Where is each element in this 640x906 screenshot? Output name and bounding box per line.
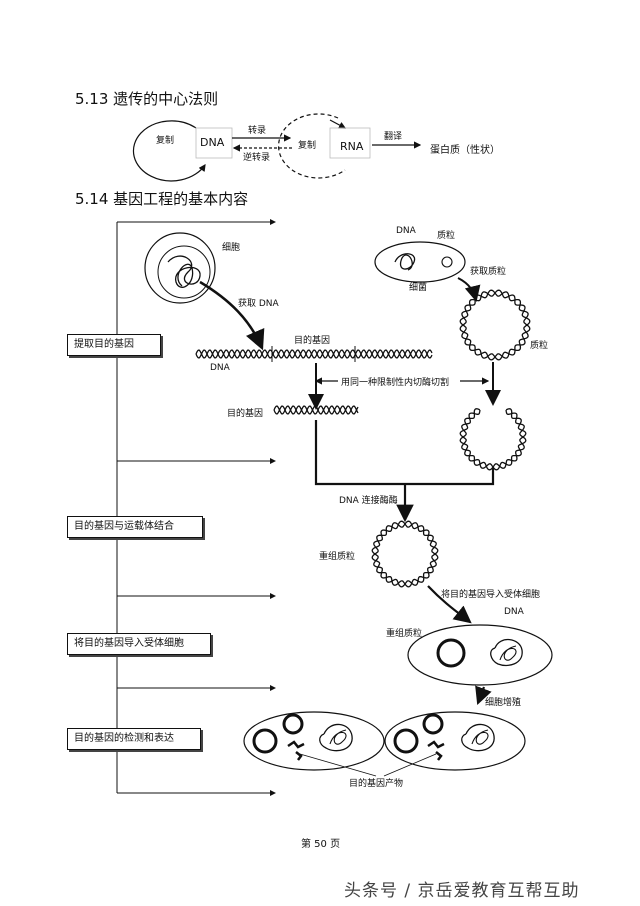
label-replication-dna: 复制: [156, 136, 175, 146]
label-cell: 细胞: [222, 243, 241, 253]
rna-replication-loop: [277, 113, 371, 179]
get-dna-arrow: [199, 280, 265, 351]
label-same-enzyme: 用同一种限制性内切酶切割: [341, 378, 450, 388]
proliferation-arrow: [475, 685, 492, 706]
label-replication-rna: 复制: [298, 141, 317, 151]
label-reverse-transcription: 逆转录: [243, 153, 271, 163]
section-title-central-dogma: 5.13 遗传的中心法则: [75, 90, 219, 108]
label-proliferation: 细胞增殖: [485, 698, 522, 708]
get-plasmid-arrow: [457, 277, 481, 302]
dna-strand-b: [195, 349, 433, 359]
product-leader-1: [299, 753, 377, 777]
label-target-gene-top: 目的基因: [294, 336, 331, 346]
expression-cell-2: [384, 711, 526, 771]
process-bracket: [116, 219, 276, 796]
label-rna: RNA: [340, 140, 364, 153]
label-target-gene-left: 目的基因: [227, 409, 264, 419]
target-gene-fragment: [273, 405, 359, 415]
label-plasmid: 质粒: [437, 231, 456, 241]
cut-plasmid-strand-b: [459, 408, 527, 471]
label-get-dna: 获取 DNA: [238, 299, 279, 309]
watermark: 头条号 / 京岳爱教育互帮互助: [344, 881, 580, 901]
label-introduce: 将目的基因导入受体细胞: [441, 590, 541, 600]
section-title-genetic-engineering: 5.14 基因工程的基本内容: [75, 190, 249, 208]
cut-plasmid: [459, 408, 527, 471]
step-box-1: 提取目的基因: [67, 334, 161, 356]
label-transcription: 转录: [248, 126, 267, 136]
label-dna-strand: DNA: [210, 363, 230, 373]
ligation-merge: [314, 420, 495, 523]
label-plasmid-ring: 质粒: [530, 341, 549, 351]
label-protein: 蛋白质（性状）: [430, 145, 500, 156]
label-host-dna: DNA: [504, 607, 524, 617]
dna-replication-loop: [132, 120, 233, 182]
label-dna: DNA: [200, 136, 225, 149]
bacterium: [374, 241, 466, 283]
step-box-2: 目的基因与运载体结合: [67, 516, 203, 538]
plasmid-strand-b: [459, 289, 531, 361]
expression-cell-1: [243, 711, 385, 771]
fragment-strand-b: [273, 405, 359, 415]
step-box-3: 将目的基因导入受体细胞: [67, 633, 211, 655]
label-ligase: DNA 连接酶酶: [339, 496, 398, 506]
page-number: 第 50 页: [301, 839, 341, 850]
label-get-plasmid: 获取质粒: [470, 267, 507, 277]
label-gene-product: 目的基因产物: [349, 779, 404, 789]
label-recombinant-plasmid: 重组质粒: [319, 552, 356, 562]
fragment-strand-a: [273, 405, 359, 415]
label-bacterium: 细菌: [409, 283, 428, 293]
label-bacteria-dna: DNA: [396, 226, 416, 236]
receptor-cell: [407, 624, 553, 686]
recombinant-plasmid: [371, 520, 439, 588]
source-cell: [144, 232, 216, 304]
recombinant-strand-b: [371, 520, 439, 588]
dna-double-helix: [195, 349, 433, 359]
label-recombinant-plasmid-2: 重组质粒: [386, 629, 423, 639]
introduce-arrow: [427, 585, 472, 624]
dna-strand-a: [195, 349, 433, 359]
plasmid-ring: [459, 289, 531, 361]
label-translation: 翻译: [384, 132, 403, 142]
step-box-4: 目的基因的检测和表达: [67, 728, 201, 750]
product-leader-2: [383, 753, 437, 777]
